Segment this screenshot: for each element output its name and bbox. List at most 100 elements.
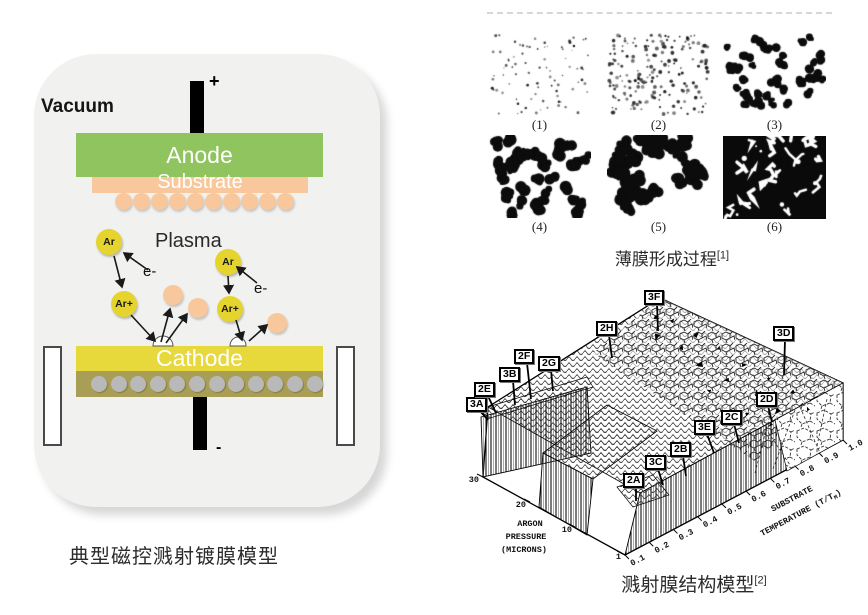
zone-label-2h: 2H [596,321,618,336]
target-atom-icon [208,376,225,392]
film-panel-1 [488,33,591,116]
electron-label: e- [143,263,157,280]
film-figure-caption: 薄膜形成过程[1] [552,245,792,270]
temperature-tick: 0.1 [629,553,647,569]
zone-label-2c: 2C [721,410,743,425]
film-caption-ref: [1] [716,249,730,262]
film-caption-text: 薄膜形成过程 [614,250,717,269]
argon-atom-icon: Ar [215,249,241,275]
temp-title-suffix: ) [834,488,843,499]
temperature-tick: 0.2 [653,540,671,556]
pressure-tick-1: 1 [616,552,621,562]
structure-caption-ref: [2] [754,574,767,587]
film-panel-3 [723,33,826,116]
sputtered-atom-icon [163,285,183,305]
structure-caption-text: 溅射膜结构模型 [621,575,755,596]
zone-label-2b: 2B [670,442,692,457]
film-atom-icon [115,193,132,210]
target-atom-icon [110,376,127,392]
zone-label-2d: 2D [756,392,778,407]
zone-label-3e: 3E [694,420,715,435]
film-atom-icon [241,193,258,210]
structure-figure-caption: 溅射膜结构模型[2] [574,570,814,597]
temperature-tick: 0.9 [822,450,840,466]
pressure-tick-20: 20 [516,500,526,510]
anode-electrode-bar [190,81,204,133]
plus-sign: + [209,71,220,91]
film-atom-icon [133,193,150,210]
target-atom-icon [149,376,166,392]
argon-ion-icon: Ar+ [111,291,137,317]
panel-label: (2) [650,117,667,132]
target-atom-icon [247,376,264,392]
panel-label: (6) [766,219,783,234]
substrate-label: Substrate [157,171,243,193]
target-atom-icon [130,376,147,392]
target-atom-icon [267,376,284,392]
target-atom-icon [189,376,205,392]
vacuum-label: Vacuum [41,96,114,117]
electron-label: e- [254,280,268,297]
pressure-tick-10: 10 [562,525,572,535]
target-material-bar [76,371,323,397]
pressure-tick-30: 30 [469,475,479,485]
pressure-axis-title: PRESSURE [506,532,547,542]
argon-atom-icon: Ar [96,229,122,255]
structure-zone-model: 30 20 10 1 ARGON PRESSURE (MICRONS) 0.1 0… [455,283,865,600]
film-atom-icon [169,193,186,210]
substrate-bar: Substrate [92,171,308,193]
temp-title-subscript: M [833,493,840,501]
target-atom-icon [169,376,186,392]
zone-label-3f: 3F [644,290,665,305]
temperature-tick: 0.4 [701,514,719,530]
zone-label-3b: 3B [499,367,521,382]
scan-artifact-line [487,12,832,14]
left-figure-caption: 典型磁控溅射镀膜模型 [69,546,279,568]
cathode-electrode-bar [193,397,207,450]
film-atom-icon [151,193,168,210]
temperature-tick: 0.8 [798,463,816,479]
argon-ion-icon: Ar+ [217,296,243,322]
plasma-label: Plasma [155,230,222,252]
film-panel-4 [488,135,591,218]
film-atom-icon [277,193,294,210]
pressure-axis-title: (MICRONS) [501,545,547,555]
panel-label: (1) [531,117,548,132]
sputtered-atom-icon [188,298,208,318]
panel-label: (5) [650,219,667,234]
minus-sign: - [216,439,222,456]
film-panel-5 [607,135,710,218]
anode-bar: Anode [76,133,323,177]
film-panel-6 [723,136,826,219]
target-atom-icon [91,376,107,392]
zone-label-3a: 3A [466,397,488,412]
zone-label-2e: 2E [474,382,495,397]
sputter-chamber-diagram: Vacuum + Anode Substrate Plasma Ar Ar+ A… [34,54,380,507]
target-atom-icon [287,376,303,392]
temperature-tick: 0.3 [677,527,695,543]
structure-zone-drawing: 30 20 10 1 ARGON PRESSURE (MICRONS) 0.1 0… [469,297,865,569]
film-atom-icon [187,193,204,210]
collision-arrows [113,252,269,347]
sputtered-atom-icon [267,313,287,333]
temperature-tick: 0.7 [774,476,792,492]
film-atom-icon [223,193,240,210]
film-atom-icon [259,193,276,210]
panel-label: (3) [766,117,783,132]
zone-label-3d: 3D [773,326,795,341]
zone-label-2f: 2F [514,349,535,364]
target-atom-icon [306,376,323,392]
film-atom-icon [205,193,222,210]
temperature-tick: 0.5 [726,502,744,518]
film-panel-2 [607,33,710,116]
zone-label-3c: 3C [645,455,667,470]
shield-left [43,346,62,446]
pressure-axis-title: ARGON [517,519,543,529]
cathode-bar: Cathode [76,346,323,371]
panel-label: (4) [531,219,548,234]
zone-label-2a: 2A [623,473,645,488]
shield-right [336,346,355,446]
target-atom-icon [228,376,245,392]
zone-label-2g: 2G [538,356,561,371]
